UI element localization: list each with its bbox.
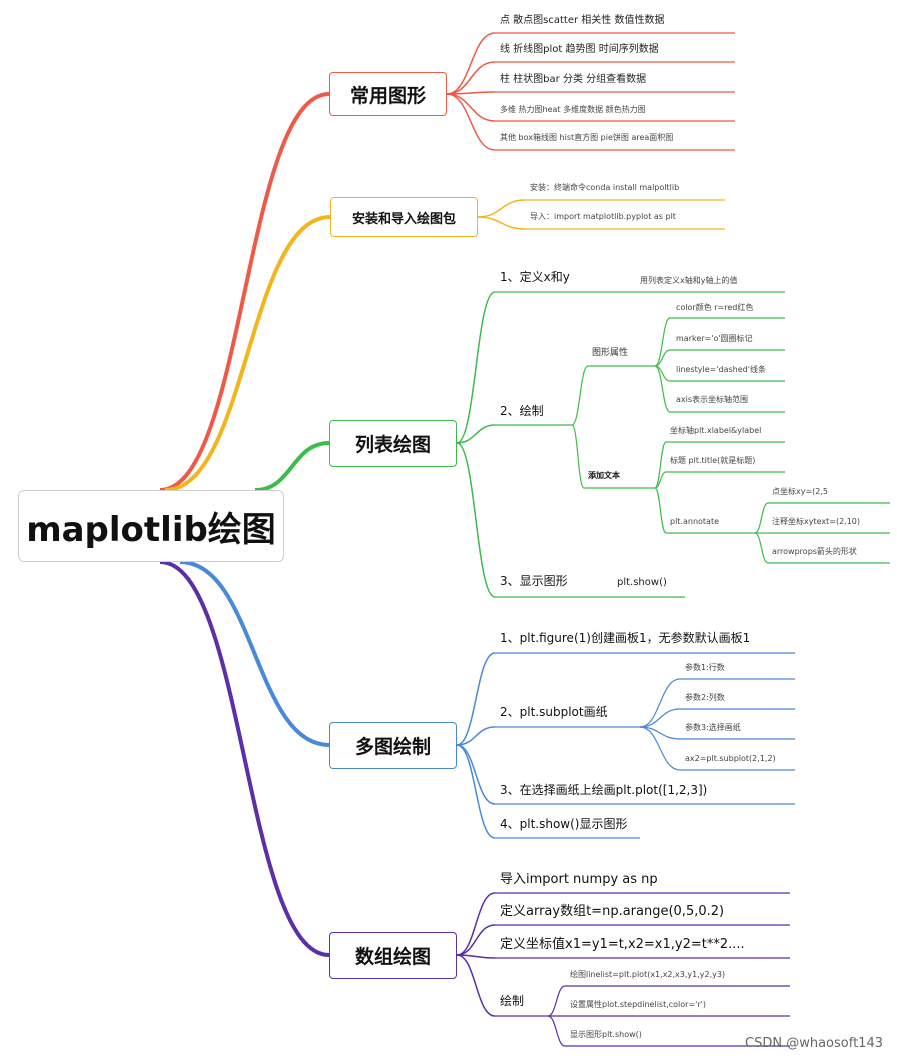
- annotate-item-xy: 点坐标xy=(2,5: [772, 487, 829, 496]
- link-array-draw: [456, 954, 496, 1017]
- array-item-coords: 定义坐标值x1=y1=t,x2=x1,y2=t**2....: [500, 937, 745, 952]
- link-list-step3: [456, 442, 496, 598]
- props-item-marker: marker='o'圆圈标记: [676, 334, 753, 343]
- link-install-0: [477, 199, 526, 218]
- multi-step3: 3、在选择画纸上绘画plt.plot([1,2,3]): [500, 783, 708, 797]
- subplot-item-rows: 参数1:行数: [685, 663, 725, 672]
- link-step2-props: [571, 365, 589, 426]
- link-annot-0: [754, 502, 769, 534]
- install-item-conda: 安装：终端命令conda install malpoltlib: [530, 183, 680, 192]
- branch-multi-plot: 多图绘制: [329, 722, 457, 769]
- link-array-2: [456, 954, 496, 959]
- subplot-item-select: 参数3:选择画纸: [685, 723, 741, 732]
- link-array-1: [456, 924, 496, 956]
- array-item-arange: 定义array数组t=np.arange(0,5,0.2): [500, 904, 725, 919]
- list-step2-label: 2、绘制: [500, 404, 544, 418]
- annotate-item-xytext: 注释坐标xytext=(2,10): [772, 517, 861, 526]
- array-draw-label: 绘制: [500, 994, 525, 1008]
- root-node: maplotlib绘图: [18, 490, 284, 562]
- link-root-install: [164, 215, 331, 492]
- link-subplot-1: [639, 708, 681, 728]
- link-install-1: [477, 216, 526, 230]
- link-props-3: [654, 365, 671, 413]
- branch-array-plot: 数组绘图: [329, 932, 457, 979]
- list-step1-label: 1、定义x和y: [500, 270, 570, 284]
- link-multi-step4: [456, 744, 496, 839]
- multi-step1: 1、plt.figure(1)创建画板1，无参数默认画板1: [500, 631, 751, 645]
- link-text-1: [654, 471, 667, 489]
- link-root-multi: [179, 560, 330, 747]
- link-text-2: [654, 487, 667, 534]
- props-item-axis: axis表示坐标轴范围: [676, 395, 749, 404]
- multi-step2-label: 2、plt.subplot画纸: [500, 705, 608, 719]
- watermark: CSDN @whaosoft143: [745, 1036, 883, 1051]
- link-common-4: [446, 93, 496, 151]
- link-root-list: [254, 441, 330, 492]
- list-step3-label: 3、显示图形: [500, 574, 568, 588]
- link-subplot-0: [639, 678, 681, 728]
- list-props-label: 图形属性: [592, 348, 629, 358]
- link-list-step2: [456, 424, 496, 444]
- common-item-heat: 多维 热力图heat 多维度数据 颜色热力图: [500, 105, 646, 114]
- draw-item-setprops: 设置属性plot.stepdinelist,color='r'): [570, 1000, 706, 1009]
- multi-step4: 4、plt.show()显示图形: [500, 817, 628, 831]
- link-draw-2: [547, 1015, 566, 1047]
- link-draw-0: [547, 985, 566, 1017]
- annotate-label: plt.annotate: [670, 517, 720, 526]
- link-list-step1: [456, 291, 496, 444]
- link-array-0: [456, 892, 496, 956]
- props-item-linestyle: linestyle='dashed'线条: [676, 365, 766, 374]
- branch-list-plot: 列表绘图: [329, 420, 457, 467]
- link-multi-step1: [456, 652, 496, 746]
- list-text-label: 添加文本: [588, 471, 620, 480]
- draw-item-linelist: 绘图linelist=plt.plot(x1,x2,x3,y1,y2,y3): [570, 970, 726, 979]
- common-item-bar: 柱 柱状图bar 分类 分组查看数据: [500, 74, 647, 85]
- text-item-title: 标题 plt.title(就是标题): [670, 456, 756, 465]
- link-text-0: [654, 441, 667, 489]
- branch-common-charts: 常用图形: [329, 72, 447, 116]
- link-root-common: [159, 92, 330, 492]
- link-props-0: [654, 317, 671, 367]
- link-common-3: [446, 93, 496, 122]
- common-item-other: 其他 box箱线图 hist直方图 pie饼图 area面积图: [500, 133, 674, 142]
- draw-item-show: 显示图形plt.show(): [570, 1030, 642, 1039]
- link-step2-text: [571, 424, 585, 489]
- annotate-item-arrowprops: arrowprops箭头的形状: [772, 547, 857, 556]
- list-step3-note: plt.show(): [617, 577, 667, 588]
- subplot-item-cols: 参数2:列数: [685, 693, 725, 702]
- common-item-scatter: 点 散点图scatter 相关性 数值性数据: [500, 15, 665, 26]
- text-item-xlabel: 坐标轴plt.xlabel&ylabel: [670, 426, 762, 435]
- common-item-plot: 线 折线图plot 趋势图 时间序列数据: [500, 44, 659, 55]
- array-item-import: 导入import numpy as np: [500, 872, 658, 887]
- link-common-0: [446, 32, 496, 95]
- link-common-1: [446, 61, 496, 95]
- branch-install: 安装和导入绘图包: [330, 197, 478, 237]
- subplot-item-ax2: ax2=plt.subplot(2,1,2): [685, 754, 776, 763]
- link-root-array: [159, 560, 330, 957]
- list-step1-note: 用列表定义x轴和y轴上的值: [640, 276, 738, 285]
- link-props-1: [654, 349, 671, 367]
- props-item-color: color颜色 r=red红色: [676, 303, 754, 312]
- install-item-import: 导入：import matplotlib.pyplot as plt: [530, 212, 676, 221]
- link-multi-step2: [456, 726, 496, 746]
- link-annot-2: [754, 532, 769, 564]
- link-subplot-3: [639, 726, 681, 771]
